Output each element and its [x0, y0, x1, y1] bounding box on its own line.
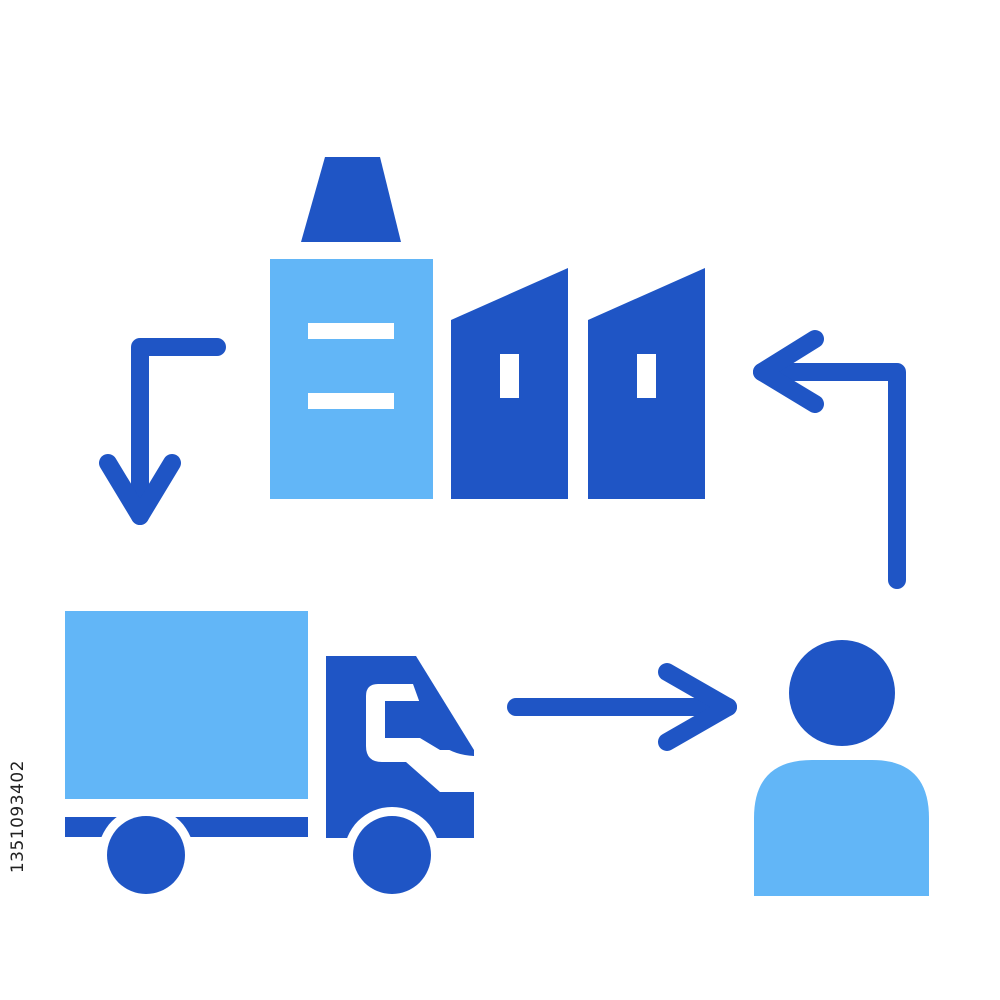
person-body	[754, 760, 929, 896]
stock-image-id: 1351093402	[8, 760, 28, 874]
arrow-right-icon	[507, 663, 737, 751]
arrow-down-left-icon	[99, 338, 226, 525]
factory-window	[500, 354, 519, 398]
factory-chimney-cap	[301, 157, 401, 242]
truck-wheel-rear	[353, 816, 431, 894]
arrow-up-left-icon	[753, 330, 906, 589]
factory-window-bar	[308, 323, 394, 339]
customer-person-icon	[754, 640, 929, 896]
factory-window	[637, 354, 656, 398]
truck-wheel-front	[107, 816, 185, 894]
person-head	[789, 640, 895, 746]
delivery-truck-icon	[65, 611, 474, 903]
truck-window-pane	[385, 701, 468, 750]
factory-window-bar	[308, 393, 394, 409]
factory-main-building	[270, 259, 433, 499]
factory-icon	[270, 157, 705, 499]
truck-cargo-box	[65, 611, 308, 799]
